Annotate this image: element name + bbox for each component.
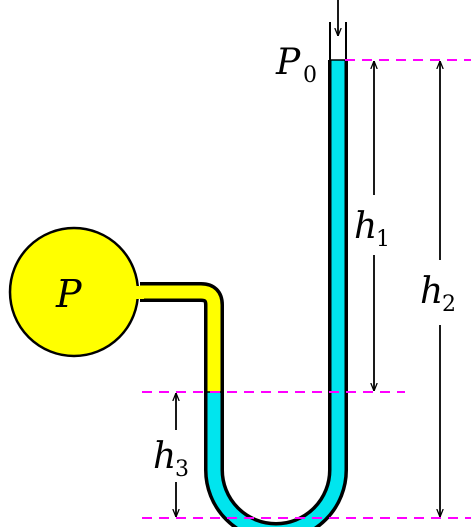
h1-label: h bbox=[354, 206, 377, 247]
h3-label: h bbox=[153, 436, 176, 477]
h2-subscript: 2 bbox=[442, 292, 456, 317]
bulb-pressure-label: P bbox=[55, 272, 83, 316]
h2-label: h bbox=[420, 271, 443, 312]
gas-section bbox=[140, 285, 221, 392]
atm-pressure-label: P bbox=[275, 42, 301, 83]
liquid-section bbox=[207, 60, 345, 527]
h1-subscript: 1 bbox=[376, 227, 390, 252]
h3-subscript: 3 bbox=[175, 457, 189, 482]
bulb-pipe-joint bbox=[134, 286, 144, 299]
atm-pressure-subscript: 0 bbox=[303, 63, 317, 88]
u-tube bbox=[140, 22, 348, 527]
level-lines bbox=[142, 59, 471, 519]
